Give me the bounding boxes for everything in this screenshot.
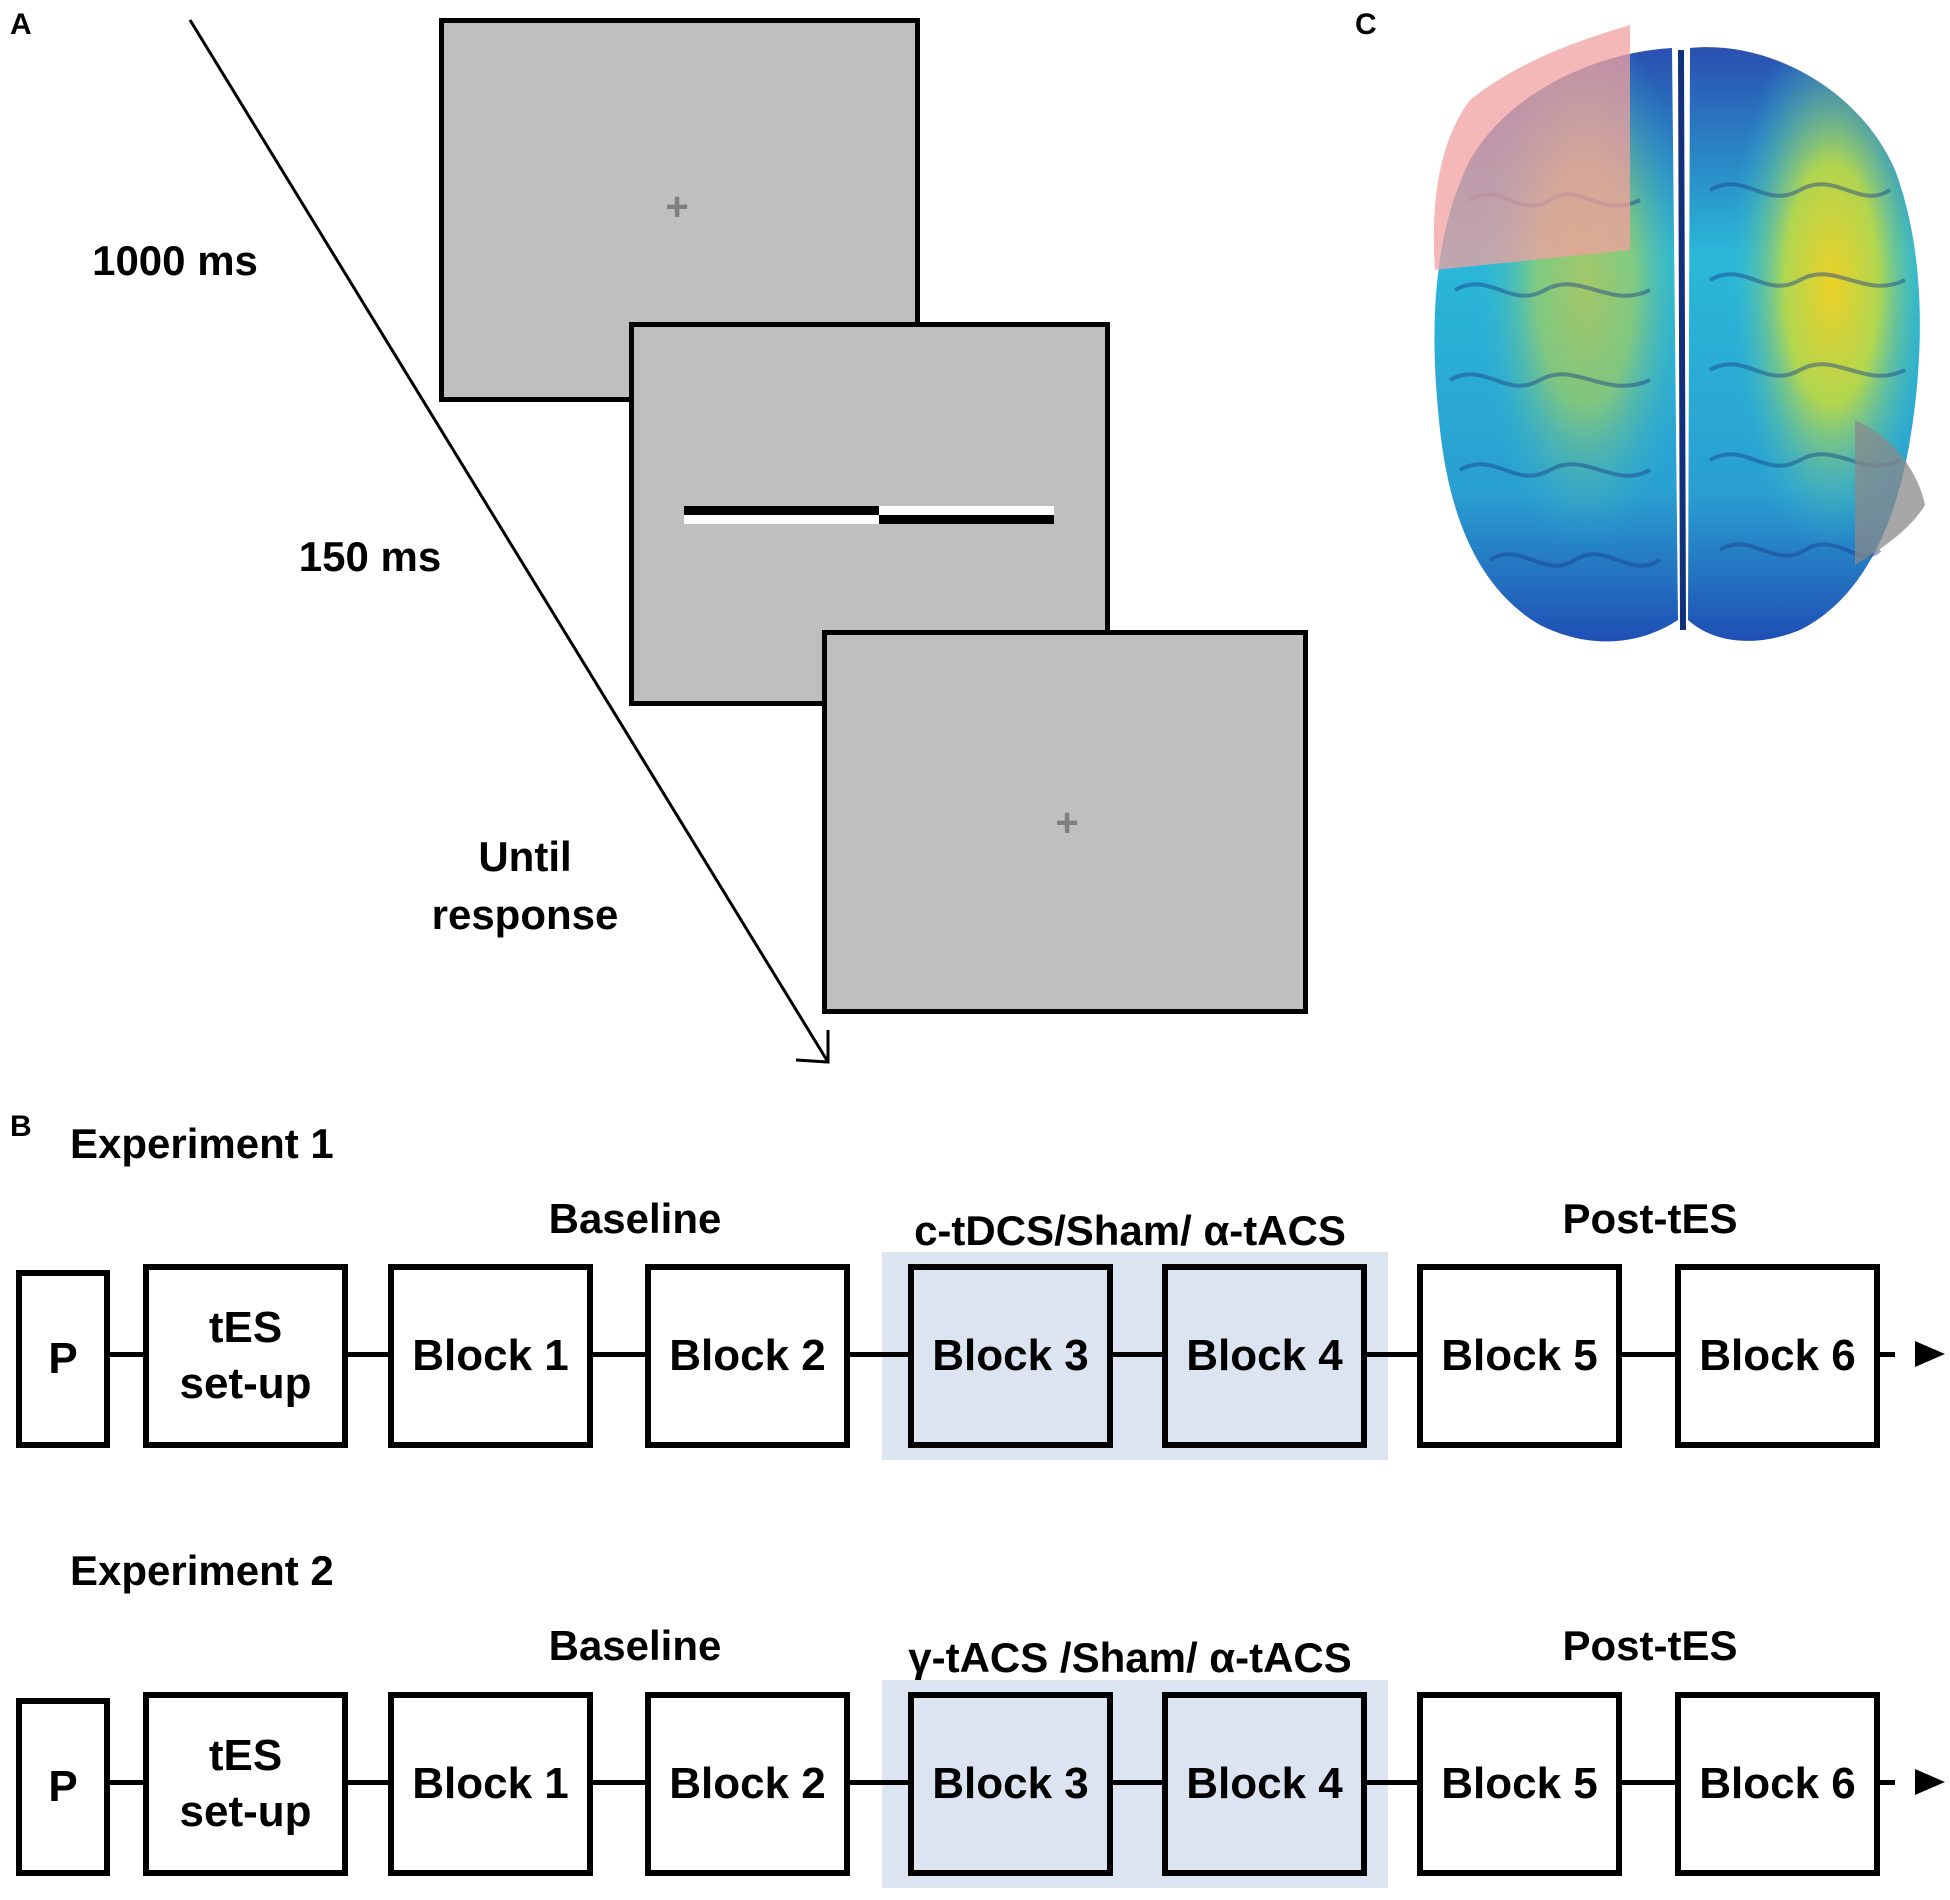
electrode-cathode xyxy=(1855,420,1925,565)
experiment-2-stimulation-label: γ-tACS /Sham/ α-tACS xyxy=(908,1634,1352,1681)
experiment-1-step-p: P xyxy=(16,1270,110,1448)
experiment-2-block-6: Block 6 xyxy=(1675,1692,1880,1876)
experiment-1-post-label: Post-tES xyxy=(1562,1195,1738,1242)
experiment-1-block-4: Block 4 xyxy=(1162,1264,1367,1448)
experiment-2-baseline-label: Baseline xyxy=(548,1622,722,1669)
time-arrow-head xyxy=(795,1030,830,1064)
experiment-1-title: Experiment 1 xyxy=(70,1120,334,1167)
experiment-1-stimulation-label: c-tDCS/Sham/ α-tACS xyxy=(914,1207,1346,1254)
experiment-1-step-tes-setup: tES set-up xyxy=(143,1264,348,1448)
experiment-1-block-2: Block 2 xyxy=(645,1264,850,1448)
timing-fixation: 1000 ms xyxy=(92,237,258,284)
panel-label-c: C xyxy=(1355,8,1377,41)
panel-label-a: A xyxy=(10,8,32,41)
experiment-2-post-label: Post-tES xyxy=(1562,1622,1738,1669)
experiment-1-timeline-arrowhead xyxy=(1915,1341,1945,1367)
electrode-anode xyxy=(1433,25,1630,270)
experiment-1-block-3: Block 3 xyxy=(908,1264,1113,1448)
panel-label-b: B xyxy=(10,1110,32,1143)
fixation-cross: + xyxy=(1055,801,1079,845)
experiment-1-block-6: Block 6 xyxy=(1675,1264,1880,1448)
experiment-2-step-tes-setup: tES set-up xyxy=(143,1692,348,1876)
timing-stimulus: 150 ms xyxy=(298,533,442,580)
experiment-2-block-1: Block 1 xyxy=(388,1692,593,1876)
experiment-1-baseline-label: Baseline xyxy=(548,1195,722,1242)
experiment-2-block-2: Block 2 xyxy=(645,1692,850,1876)
brain-midline xyxy=(1678,49,1686,631)
experiment-2-step-p: P xyxy=(16,1698,110,1876)
fixation-cross: + xyxy=(665,185,689,229)
timing-response: Until response xyxy=(431,833,619,938)
experiment-2-timeline-arrowhead xyxy=(1915,1769,1945,1795)
experiment-2-block-5: Block 5 xyxy=(1417,1692,1622,1876)
experiment-2-title: Experiment 2 xyxy=(70,1547,334,1594)
fixation-screen-2: + xyxy=(822,630,1308,1014)
experiment-2-block-4: Block 4 xyxy=(1162,1692,1367,1876)
experiment-1-block-5: Block 5 xyxy=(1417,1264,1622,1448)
experiment-2-block-3: Block 3 xyxy=(908,1692,1113,1876)
landmark-line-stimulus xyxy=(684,506,1054,524)
experiment-1-block-1: Block 1 xyxy=(388,1264,593,1448)
time-arrow-line xyxy=(188,19,830,1063)
